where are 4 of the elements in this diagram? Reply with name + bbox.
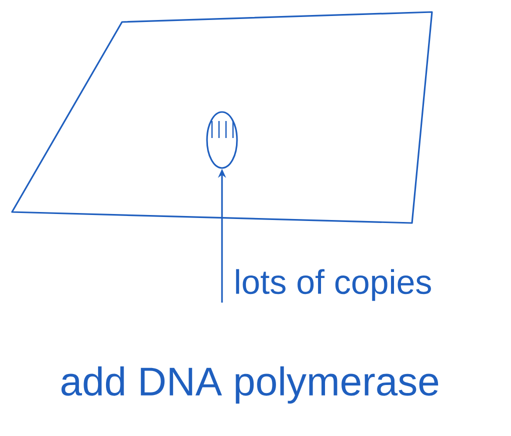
surface-drawing [11,11,433,224]
cluster-drawing [206,111,238,169]
handwritten-text: lots of copies [236,269,431,301]
handwritten-text: add DNA polymerase [62,366,438,404]
